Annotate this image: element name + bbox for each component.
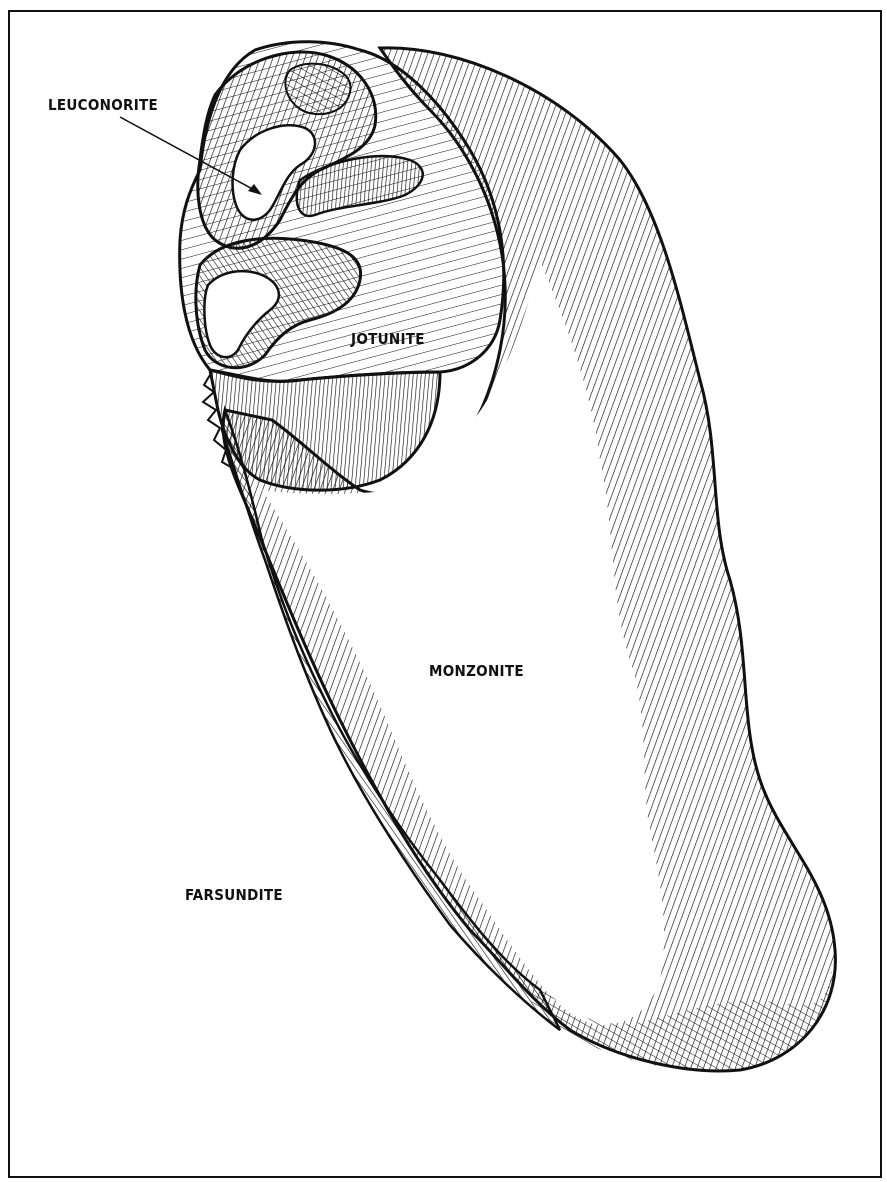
label-monzonite: MONZONITE xyxy=(429,662,524,680)
label-farsundite: FARSUNDITE xyxy=(185,886,283,904)
label-leuconorite: LEUCONORITE xyxy=(48,96,158,114)
label-jotunite: JOTUNITE xyxy=(351,330,425,348)
